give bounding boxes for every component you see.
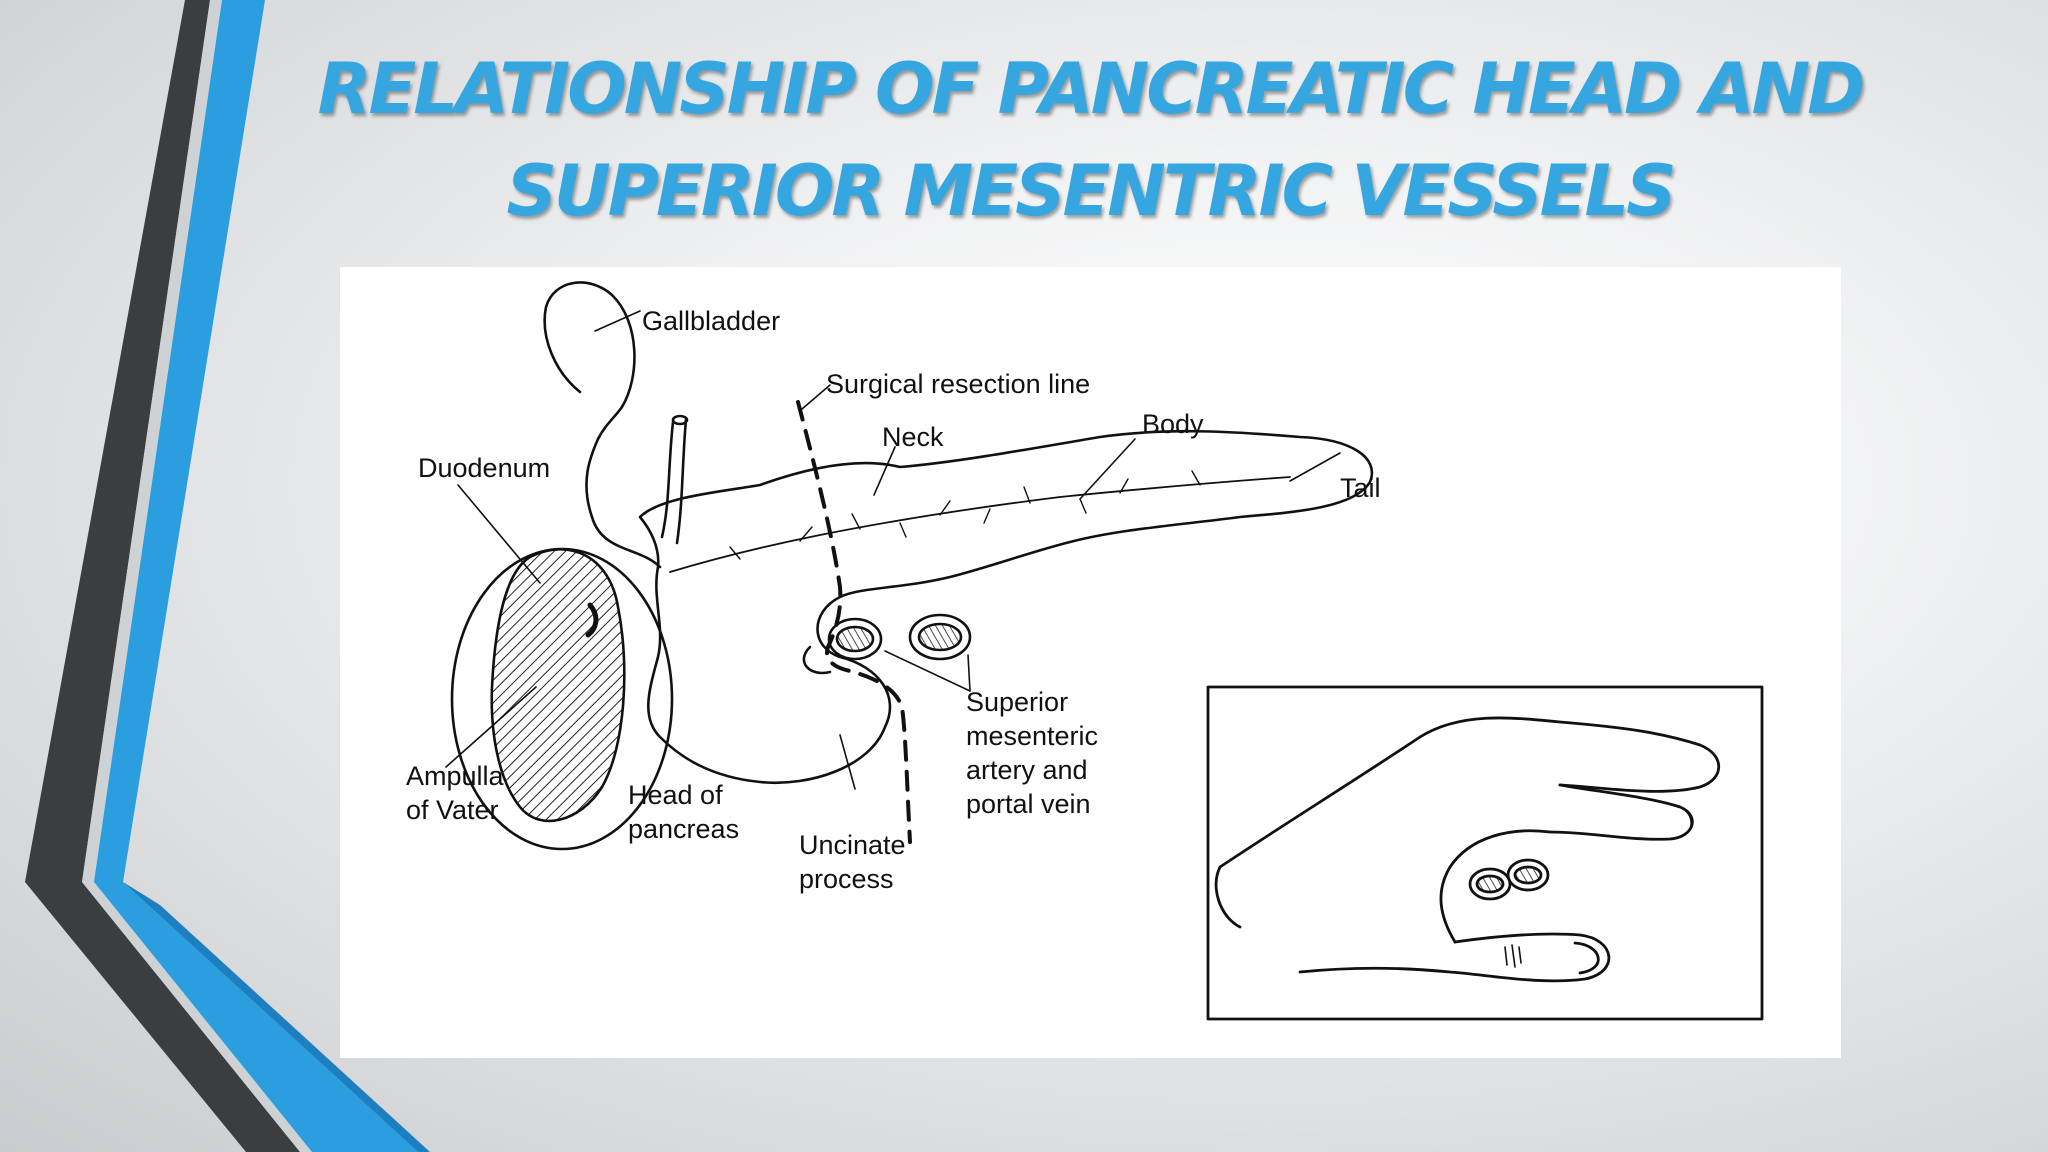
label-vessels-line-1: Superior bbox=[966, 687, 1069, 717]
hand-thumb bbox=[1298, 932, 1611, 983]
light-ribbon-edge bbox=[82, 0, 312, 1152]
hand-back bbox=[1218, 716, 1720, 869]
leader-body bbox=[1079, 438, 1136, 500]
uncinate-process bbox=[802, 645, 832, 675]
label-gallbladder: Gallbladder bbox=[642, 306, 781, 336]
ampulla-mark bbox=[585, 602, 599, 638]
sma-vessel-inner bbox=[917, 622, 963, 652]
label-head-line-2: pancreas bbox=[628, 814, 740, 844]
hand-fingertip bbox=[1679, 806, 1693, 836]
anatomy-figure: Gallbladder Surgical resection line Neck… bbox=[340, 267, 1841, 1058]
smv-vessel bbox=[827, 617, 883, 661]
label-head-line-1: Head of bbox=[628, 780, 723, 810]
inset-vessel-1 bbox=[1468, 867, 1512, 901]
leader-resection bbox=[801, 384, 831, 410]
label-ampulla-line-2: of Vater bbox=[406, 795, 499, 825]
leader-vessels bbox=[884, 650, 971, 692]
hand-wrist bbox=[1214, 865, 1242, 929]
thumb-crease bbox=[1504, 944, 1522, 968]
sma-vessel bbox=[908, 613, 972, 661]
leader-uncinate bbox=[839, 734, 856, 790]
pancreatic-duct bbox=[669, 476, 1291, 573]
smv-vessel-inner bbox=[835, 625, 875, 653]
slide-title-line-2: SUPERIOR MESENTRIC VESSELS bbox=[506, 150, 1677, 232]
inset-vessel-2 bbox=[1506, 858, 1550, 892]
slide-title-line-1: RELATIONSHIP OF PANCREATIC HEAD AND bbox=[317, 48, 1866, 130]
common-bile-duct bbox=[590, 515, 662, 569]
duodenum-lumen bbox=[490, 548, 626, 823]
label-neck: Neck bbox=[882, 422, 944, 452]
label-vessels-line-2: mesenteric bbox=[966, 721, 1099, 751]
label-vessels-line-4: portal vein bbox=[966, 789, 1091, 819]
label-uncinate-line-2: process bbox=[799, 864, 894, 894]
inset-vessel-2-inner bbox=[1513, 865, 1543, 885]
label-vessels-line-3: artery and bbox=[966, 755, 1088, 785]
bile-duct-stub bbox=[660, 417, 688, 545]
label-surgical-resection-line: Surgical resection line bbox=[826, 369, 1091, 399]
leader-tail bbox=[1289, 452, 1341, 482]
hand-palpation-inset bbox=[1206, 685, 1764, 1021]
inset-frame bbox=[1206, 685, 1764, 1021]
gallbladder-shape bbox=[543, 281, 636, 519]
duct-branches bbox=[729, 470, 1201, 560]
leader-ampulla bbox=[445, 686, 537, 768]
pancreas-outline bbox=[638, 429, 1374, 785]
surgical-resection-line bbox=[796, 400, 912, 844]
label-body: Body bbox=[1142, 409, 1204, 439]
bile-duct-opening bbox=[671, 414, 689, 426]
anatomy-drawing bbox=[445, 281, 1764, 1021]
leader-gallbladder bbox=[594, 310, 641, 332]
dark-ribbon bbox=[25, 0, 300, 1152]
leader-neck bbox=[873, 446, 896, 496]
label-tail: Tail bbox=[1340, 473, 1381, 503]
slide-title: RELATIONSHIP OF PANCREATIC HEAD AND SUPE… bbox=[240, 38, 1940, 242]
label-ampulla-line-1: Ampulla bbox=[406, 761, 504, 791]
inset-vessel-1-inner bbox=[1475, 874, 1505, 894]
blue-ribbon-shade bbox=[123, 882, 430, 1152]
label-uncinate-line-1: Uncinate bbox=[799, 830, 906, 860]
blue-ribbon bbox=[94, 0, 418, 1152]
leader-duodenum bbox=[457, 484, 541, 584]
label-duodenum: Duodenum bbox=[418, 453, 551, 483]
hand-palm bbox=[1439, 829, 1552, 944]
thumb-nail bbox=[1573, 941, 1600, 975]
hand-finger-2 bbox=[1548, 783, 1694, 841]
